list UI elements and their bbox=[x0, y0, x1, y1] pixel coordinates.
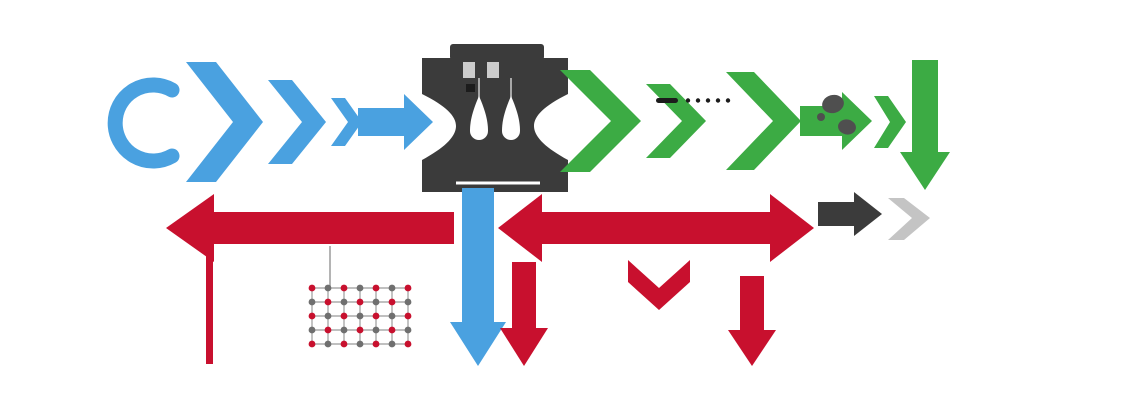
dot-2 bbox=[695, 98, 701, 103]
lattice-node bbox=[308, 326, 316, 334]
gray-output-arrow-shaft bbox=[818, 202, 854, 226]
blue-right-arrow-shaft bbox=[358, 108, 406, 136]
blue-right-arrow-head bbox=[404, 94, 433, 150]
blue-down-arrow bbox=[450, 188, 506, 366]
lattice-node bbox=[324, 326, 332, 334]
lattice-node bbox=[324, 284, 332, 292]
lattice-node bbox=[404, 326, 412, 334]
lattice-node bbox=[340, 326, 348, 334]
lattice-node bbox=[340, 298, 348, 306]
particle-blob-2 bbox=[838, 119, 856, 135]
green-flow-arrows bbox=[560, 60, 950, 190]
red-left-arrow-shaft bbox=[214, 212, 454, 244]
blue-down-arrow-head bbox=[450, 322, 506, 366]
droplet-left bbox=[470, 96, 488, 140]
red-down-arrow-1-head bbox=[500, 328, 548, 366]
red-down-arrow-2-shaft bbox=[740, 276, 764, 332]
lattice-node bbox=[340, 312, 348, 320]
blue-right-arrow bbox=[358, 94, 433, 150]
lattice-node bbox=[356, 326, 364, 334]
red-right-arrow-right-head bbox=[770, 194, 814, 262]
green-down-arrow bbox=[900, 60, 950, 190]
lattice-node bbox=[324, 340, 332, 348]
blue-chevron-medium bbox=[268, 80, 326, 164]
lattice-node bbox=[404, 298, 412, 306]
furnace-rod-right bbox=[487, 62, 499, 78]
dot-1 bbox=[685, 98, 691, 103]
droplet-right bbox=[502, 96, 520, 140]
red-down-arrow-1-shaft bbox=[512, 262, 536, 330]
lattice-node bbox=[308, 312, 316, 320]
green-down-arrow-head bbox=[900, 152, 950, 190]
green-right-arrow-head bbox=[842, 92, 872, 150]
green-chevron-3 bbox=[726, 72, 801, 170]
gray-output-arrow-head bbox=[854, 192, 882, 236]
dash-segment bbox=[656, 98, 678, 103]
red-right-arrow-left-head bbox=[498, 194, 542, 262]
red-right-arrow-shaft bbox=[542, 212, 770, 244]
lattice-node bbox=[372, 340, 380, 348]
lattice-node bbox=[340, 284, 348, 292]
particle-blobs bbox=[817, 94, 856, 135]
blue-crescent-arrow bbox=[107, 77, 180, 169]
gray-faint-chevron bbox=[888, 198, 930, 240]
lattice-node bbox=[372, 284, 380, 292]
lattice-node bbox=[356, 298, 364, 306]
red-exchange-arrows bbox=[166, 194, 814, 364]
green-right-arrow bbox=[800, 92, 872, 150]
lattice-node bbox=[372, 326, 380, 334]
red-left-arrow bbox=[166, 194, 454, 262]
lattice-node bbox=[404, 312, 412, 320]
lattice-node bbox=[372, 312, 380, 320]
red-down-arrow-1 bbox=[500, 262, 548, 366]
gray-output-arrow bbox=[818, 192, 882, 236]
furnace-icon bbox=[422, 44, 568, 192]
lattice-node bbox=[388, 340, 396, 348]
blue-down-arrow-shaft bbox=[462, 188, 494, 324]
red-drip-line bbox=[206, 252, 213, 364]
lattice-node bbox=[388, 312, 396, 320]
green-down-arrow-shaft bbox=[912, 60, 938, 154]
red-right-arrow bbox=[498, 194, 814, 262]
red-down-arrows bbox=[500, 260, 776, 366]
red-down-arrow-2 bbox=[728, 276, 776, 366]
red-down-arrow-2-head bbox=[728, 330, 776, 366]
lattice-node bbox=[404, 340, 412, 348]
lattice-node bbox=[356, 312, 364, 320]
dot-4 bbox=[715, 98, 721, 103]
lattice-node bbox=[404, 284, 412, 292]
red-down-chevron bbox=[628, 260, 690, 310]
blue-chevron-large bbox=[186, 62, 263, 182]
dot-3 bbox=[705, 98, 711, 103]
green-chevron-4 bbox=[874, 96, 906, 148]
crystal-lattice bbox=[308, 284, 412, 348]
dot-5 bbox=[725, 98, 731, 103]
lattice-node bbox=[324, 298, 332, 306]
lattice-node bbox=[308, 298, 316, 306]
furnace-rod-left bbox=[463, 62, 475, 78]
green-chevron-1 bbox=[560, 70, 641, 172]
lattice-node bbox=[308, 284, 316, 292]
blue-chevron-small bbox=[331, 98, 362, 146]
blue-flow-arrows bbox=[107, 62, 433, 182]
lattice-node bbox=[388, 298, 396, 306]
lattice-node bbox=[372, 298, 380, 306]
lattice-node bbox=[340, 340, 348, 348]
furnace-body bbox=[422, 58, 568, 192]
lattice-node bbox=[356, 340, 364, 348]
red-left-arrow-head bbox=[166, 194, 214, 262]
dash-dot-line bbox=[656, 98, 731, 103]
particle-blob-1 bbox=[822, 94, 844, 114]
lattice-node bbox=[356, 284, 364, 292]
lattice-node bbox=[388, 284, 396, 292]
lattice-node bbox=[308, 340, 316, 348]
lattice-node bbox=[324, 312, 332, 320]
lattice-node bbox=[388, 326, 396, 334]
particle-blob-3 bbox=[817, 113, 825, 121]
furnace-sample-block bbox=[466, 84, 475, 92]
furnace-cap bbox=[450, 44, 544, 60]
